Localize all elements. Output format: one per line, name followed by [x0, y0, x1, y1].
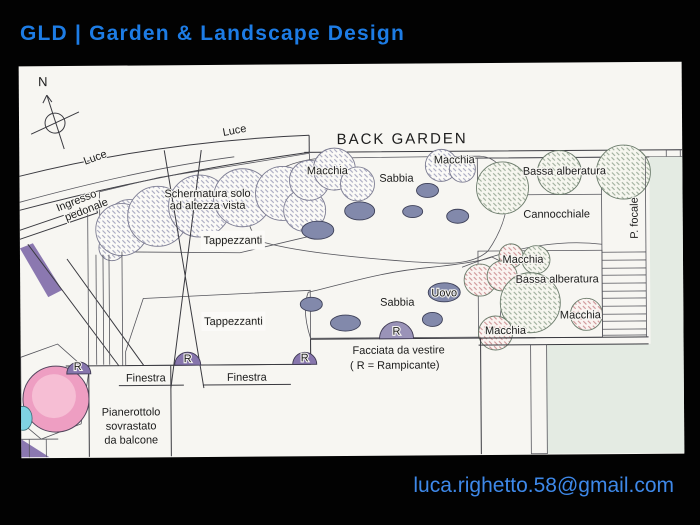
climber-dome: [292, 351, 318, 365]
tree-circles: [463, 144, 651, 351]
tree-circle: [476, 161, 529, 215]
stone-ellipse: [301, 220, 335, 240]
lawn-pale-green: [546, 156, 685, 454]
climber-dome: [174, 351, 202, 366]
view-axis-label: Cannocchiale: [523, 208, 590, 220]
climber-label: R: [392, 326, 400, 338]
label-box: [200, 230, 265, 251]
bed-strip-entrance: [19, 243, 63, 298]
climber-label: R: [74, 361, 82, 373]
stone-ellipse: [402, 205, 424, 219]
terrace-edge-lines: [478, 336, 649, 346]
groundcover-label: Tappezzanti: [203, 235, 262, 247]
label-box: [201, 311, 266, 332]
pedestrian-entry-path: [19, 204, 99, 240]
wall-hedge-strip: [530, 344, 548, 455]
stone-ellipse: [344, 201, 376, 221]
sand-stones: [299, 183, 470, 332]
stone-ellipse: [416, 183, 439, 198]
landing-label-line3: da balcone: [104, 434, 158, 446]
screening-label-line1: Schermatura solo: [164, 188, 250, 201]
north-compass: [30, 94, 80, 150]
sidewalk-edge: [19, 156, 235, 203]
entrance-diagonals: [27, 243, 145, 366]
climber-label: R: [301, 352, 309, 364]
landing-label-line2: sovrastato: [106, 420, 157, 432]
shrubs-label: Macchia: [560, 309, 602, 321]
climber-dome: [379, 321, 415, 340]
facade-label-line1: Facciata da vestire: [352, 344, 444, 357]
tree-circle: [536, 150, 582, 195]
contact-email: luca.righetto.58@gmail.com: [413, 474, 674, 497]
street-label: Luce: [82, 148, 109, 168]
pergola-steps-rungs: [601, 251, 647, 336]
focal-corridor-lines: [601, 156, 647, 338]
shrubs-label: Macchia: [485, 325, 527, 337]
landing-label-line1: Pianerottolo: [102, 406, 161, 418]
street-top-edge: [19, 134, 310, 177]
view-cone-lines: [163, 149, 205, 389]
shrub-clouds: [95, 147, 476, 262]
stone-ellipse: [329, 314, 361, 332]
focal-point-label: P. focale: [629, 197, 641, 238]
existing-tree: [18, 365, 90, 433]
plan-canvas: BACK GARDEN N Luce Luce Ingresso pedonal…: [18, 74, 685, 458]
back-garden-title: BACK GARDEN: [336, 130, 467, 148]
facade-label-line2: ( R = Rampicante): [350, 359, 440, 372]
climber-domes: [66, 321, 415, 375]
groundcover-label: Tappezzanti: [204, 316, 263, 328]
entry-steps: [21, 438, 59, 458]
garden-plan-drawing: BACK GARDEN N Luce Luce Ingresso pedonal…: [18, 61, 685, 459]
tree-circle: [499, 272, 561, 334]
shrubs-label: Macchia: [502, 254, 544, 266]
egg-label: Uovo: [431, 287, 457, 299]
sand-label: Sabbia: [379, 173, 414, 185]
climber-label: R: [184, 353, 192, 365]
shrubs-label: Macchia: [434, 154, 476, 166]
low-trees-label: Bassa alberatura: [523, 165, 607, 178]
sand-label: Sabbia: [380, 297, 415, 309]
pond-shape: [18, 405, 33, 431]
shrubs-label: Macchia: [307, 165, 349, 177]
existing-tree-highlight: [31, 374, 76, 419]
bed-lower-tappezzanti: [125, 289, 312, 366]
climber-dome: [66, 361, 92, 375]
stone-ellipse: [421, 311, 443, 327]
window-label: Finestra: [126, 372, 167, 384]
window-label: Finestra: [227, 372, 268, 384]
tree-circle: [478, 315, 513, 351]
macchia-cloud: [340, 166, 375, 202]
bed-corner-triangle: [21, 439, 50, 458]
front-yard-lines: [27, 149, 205, 389]
side-path-lines: [87, 213, 124, 366]
macchia-cloud: [448, 155, 476, 183]
window-sill-lines: [118, 383, 291, 387]
plan-labels: BACK GARDEN N Luce Luce Ingresso pedonal…: [38, 74, 642, 448]
stone-ellipse: [299, 296, 323, 312]
stone-ellipse: [446, 208, 470, 224]
north-label: N: [38, 74, 47, 89]
page-title: GLD | Garden & Landscape Design: [20, 22, 405, 45]
compass-circle: [44, 112, 66, 134]
egg-stone: [427, 282, 461, 303]
street-label: Luce: [222, 123, 248, 139]
compass-needle: [30, 94, 80, 150]
screening-label-line2: ad altezza vista: [170, 200, 247, 213]
low-trees-label: Bassa alberatura: [516, 273, 600, 286]
tree-circle: [595, 144, 651, 200]
